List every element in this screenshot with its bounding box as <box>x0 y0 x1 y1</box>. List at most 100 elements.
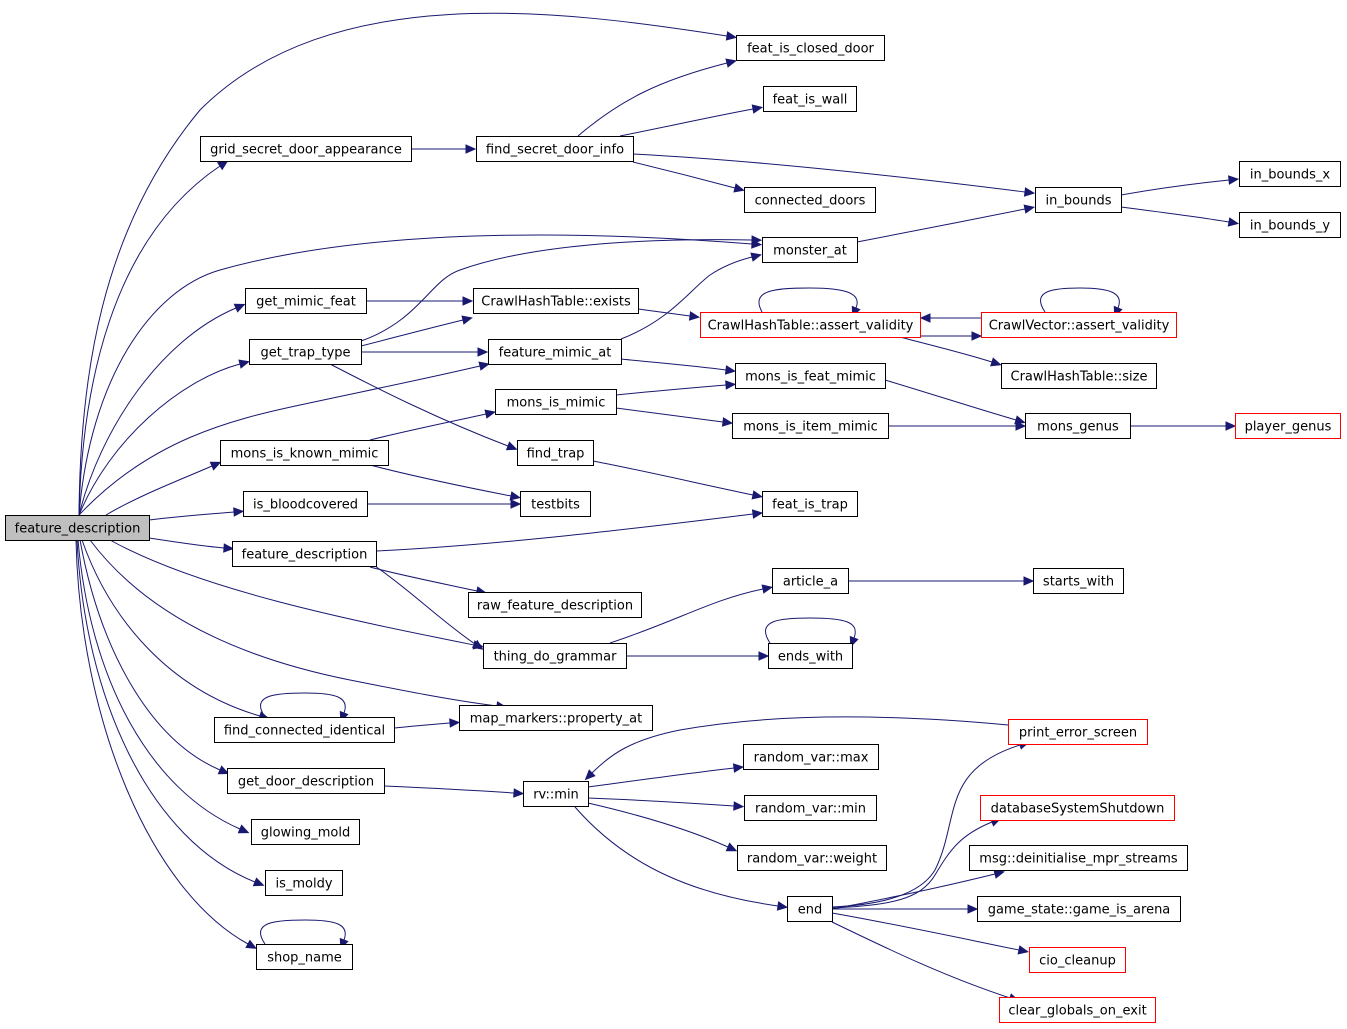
node-box[interactable] <box>251 819 360 845</box>
node-monster-at[interactable]: monster_at <box>762 237 858 263</box>
node-box[interactable] <box>700 312 921 338</box>
node-box[interactable] <box>980 795 1175 821</box>
node-print-error-screen[interactable]: print_error_screen <box>1008 719 1148 745</box>
node-box[interactable] <box>243 491 368 517</box>
node-map-markers-property-at[interactable]: map_markers::property_at <box>459 705 653 731</box>
node-crawlvector-assert-validity[interactable]: CrawlVector::assert_validity <box>981 312 1177 338</box>
node-crawlhashtable-size[interactable]: CrawlHashTable::size <box>1001 363 1157 389</box>
node-mons-is-mimic[interactable]: mons_is_mimic <box>495 389 617 415</box>
node-box[interactable] <box>744 187 876 213</box>
node-grid-secret-door-appearance[interactable]: grid_secret_door_appearance <box>200 136 412 162</box>
node-box[interactable] <box>763 86 857 112</box>
node-mons-is-feat-mimic[interactable]: mons_is_feat_mimic <box>735 363 886 389</box>
node-box[interactable] <box>200 136 412 162</box>
node-is-bloodcovered[interactable]: is_bloodcovered <box>243 491 368 517</box>
node-testbits[interactable]: testbits <box>520 491 591 517</box>
node-box[interactable] <box>737 845 887 871</box>
node-box[interactable] <box>220 440 389 466</box>
node-box[interactable] <box>1239 212 1341 238</box>
node-in-bounds-x[interactable]: in_bounds_x <box>1239 161 1341 187</box>
node-box[interactable] <box>468 592 642 618</box>
node-mons-is-item-mimic[interactable]: mons_is_item_mimic <box>732 413 889 439</box>
node-box[interactable] <box>999 997 1156 1023</box>
node-feature-description-child[interactable]: feature_description <box>232 541 377 567</box>
node-box[interactable] <box>256 944 353 970</box>
node-box[interactable] <box>744 795 877 821</box>
node-end[interactable]: end <box>787 896 833 922</box>
node-box[interactable] <box>227 768 385 794</box>
node-box[interactable] <box>523 781 589 807</box>
node-find-secret-door-info[interactable]: find_secret_door_info <box>476 136 634 162</box>
node-box[interactable] <box>735 363 886 389</box>
node-box[interactable] <box>232 541 377 567</box>
node-get-door-description[interactable]: get_door_description <box>227 768 385 794</box>
node-box[interactable] <box>981 312 1177 338</box>
node-box[interactable] <box>743 744 879 770</box>
node-is-moldy[interactable]: is_moldy <box>265 870 343 896</box>
node-box[interactable] <box>977 896 1181 922</box>
node-box[interactable] <box>1008 719 1148 745</box>
node-mons-is-known-mimic[interactable]: mons_is_known_mimic <box>220 440 389 466</box>
node-starts-with[interactable]: starts_with <box>1033 568 1124 594</box>
node-box[interactable] <box>214 717 395 743</box>
node-feat-is-wall[interactable]: feat_is_wall <box>763 86 857 112</box>
node-clear-globals-on-exit[interactable]: clear_globals_on_exit <box>999 997 1156 1023</box>
node-feature-mimic-at[interactable]: feature_mimic_at <box>488 339 622 365</box>
node-box[interactable] <box>1025 413 1131 439</box>
node-crawlhashtable-exists[interactable]: CrawlHashTable::exists <box>473 288 639 314</box>
node-thing-do-grammar[interactable]: thing_do_grammar <box>483 643 627 669</box>
node-box[interactable] <box>245 288 367 314</box>
node-box[interactable] <box>517 440 594 466</box>
node-box[interactable] <box>969 845 1188 871</box>
node-game-is-arena[interactable]: game_state::game_is_arena <box>977 896 1181 922</box>
node-random-var-max[interactable]: random_var::max <box>743 744 879 770</box>
node-box[interactable] <box>1235 413 1341 439</box>
node-in-bounds-y[interactable]: in_bounds_y <box>1239 212 1341 238</box>
node-box[interactable] <box>5 515 150 541</box>
node-box[interactable] <box>249 339 362 365</box>
node-cio-cleanup[interactable]: cio_cleanup <box>1029 947 1126 973</box>
node-connected-doors[interactable]: connected_doors <box>744 187 876 213</box>
node-box[interactable] <box>473 288 639 314</box>
node-find-connected-identical[interactable]: find_connected_identical <box>214 717 395 743</box>
node-box[interactable] <box>1239 161 1341 187</box>
node-box[interactable] <box>265 870 343 896</box>
node-box[interactable] <box>768 643 853 669</box>
node-crawlhashtable-assert-validity[interactable]: CrawlHashTable::assert_validity <box>700 312 921 338</box>
node-database-system-shutdown[interactable]: databaseSystemShutdown <box>980 795 1175 821</box>
node-rv-min[interactable]: rv::min <box>523 781 589 807</box>
node-box[interactable] <box>762 237 858 263</box>
node-box[interactable] <box>772 568 849 594</box>
node-box[interactable] <box>459 705 653 731</box>
node-box[interactable] <box>787 896 833 922</box>
node-box[interactable] <box>488 339 622 365</box>
node-box[interactable] <box>1001 363 1157 389</box>
node-box[interactable] <box>1029 947 1126 973</box>
node-player-genus[interactable]: player_genus <box>1235 413 1341 439</box>
node-box[interactable] <box>476 136 634 162</box>
node-find-trap[interactable]: find_trap <box>517 440 594 466</box>
node-box[interactable] <box>1033 568 1124 594</box>
node-box[interactable] <box>520 491 591 517</box>
node-ends-with[interactable]: ends_with <box>768 643 853 669</box>
node-shop-name[interactable]: shop_name <box>256 944 353 970</box>
node-box[interactable] <box>483 643 627 669</box>
node-article-a[interactable]: article_a <box>772 568 849 594</box>
node-box[interactable] <box>495 389 617 415</box>
node-get-trap-type[interactable]: get_trap_type <box>249 339 362 365</box>
node-msg-deinitialise[interactable]: msg::deinitialise_mpr_streams <box>969 845 1188 871</box>
node-raw-feature-description[interactable]: raw_feature_description <box>468 592 642 618</box>
node-box[interactable] <box>736 35 885 61</box>
node-feat-is-closed-door[interactable]: feat_is_closed_door <box>736 35 885 61</box>
node-random-var-weight[interactable]: random_var::weight <box>737 845 887 871</box>
node-box[interactable] <box>1035 187 1122 213</box>
node-random-var-min[interactable]: random_var::min <box>744 795 877 821</box>
node-feature-description-root[interactable]: feature_description <box>5 515 150 541</box>
node-mons-genus[interactable]: mons_genus <box>1025 413 1131 439</box>
node-glowing-mold[interactable]: glowing_mold <box>251 819 360 845</box>
node-box[interactable] <box>762 491 858 517</box>
node-in-bounds[interactable]: in_bounds <box>1035 187 1122 213</box>
node-feat-is-trap[interactable]: feat_is_trap <box>762 491 858 517</box>
node-get-mimic-feat[interactable]: get_mimic_feat <box>245 288 367 314</box>
node-box[interactable] <box>732 413 889 439</box>
